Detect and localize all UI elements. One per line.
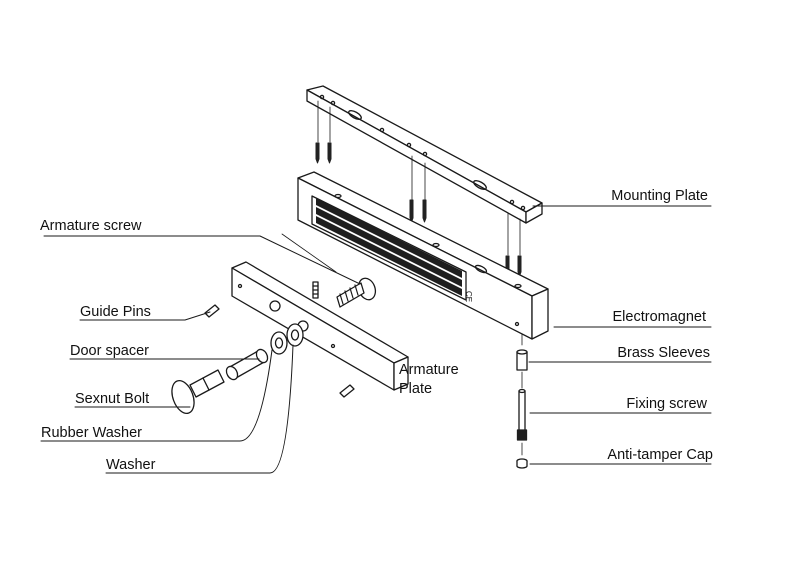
label-mounting-plate: Mounting Plate — [611, 188, 708, 204]
electromagnet-body — [297, 171, 549, 340]
armature-plate — [231, 261, 409, 391]
rubber-washer — [270, 331, 288, 355]
ce-mark: CE — [464, 291, 473, 302]
anti-tamper-cap — [516, 458, 528, 469]
label-armature-plate-line1: Armature — [399, 362, 459, 378]
label-rubber-washer: Rubber Washer — [41, 425, 142, 441]
guide-pin-1 — [204, 304, 220, 318]
label-electromagnet: Electromagnet — [613, 309, 707, 325]
label-fixing-screw: Fixing screw — [626, 396, 707, 412]
label-guide-pins: Guide Pins — [80, 304, 151, 320]
sexnut-bolt — [171, 369, 225, 414]
leader-lines — [40, 205, 712, 474]
door-spacer — [225, 348, 269, 381]
label-brass-sleeves: Brass Sleeves — [617, 345, 710, 361]
label-armature-screw: Armature screw — [40, 218, 142, 234]
fixing-screw — [516, 388, 528, 441]
label-door-spacer: Door spacer — [70, 343, 149, 359]
label-armature-plate-line2: Plate — [399, 381, 432, 397]
label-washer: Washer — [106, 457, 156, 473]
armature-screw — [281, 233, 377, 308]
washer — [286, 323, 304, 347]
label-anti-tamper-cap: Anti-tamper Cap — [607, 447, 713, 463]
guide-pin-2 — [339, 384, 355, 398]
brass-sleeve — [516, 349, 528, 371]
label-sexnut-bolt: Sexnut Bolt — [75, 391, 149, 407]
